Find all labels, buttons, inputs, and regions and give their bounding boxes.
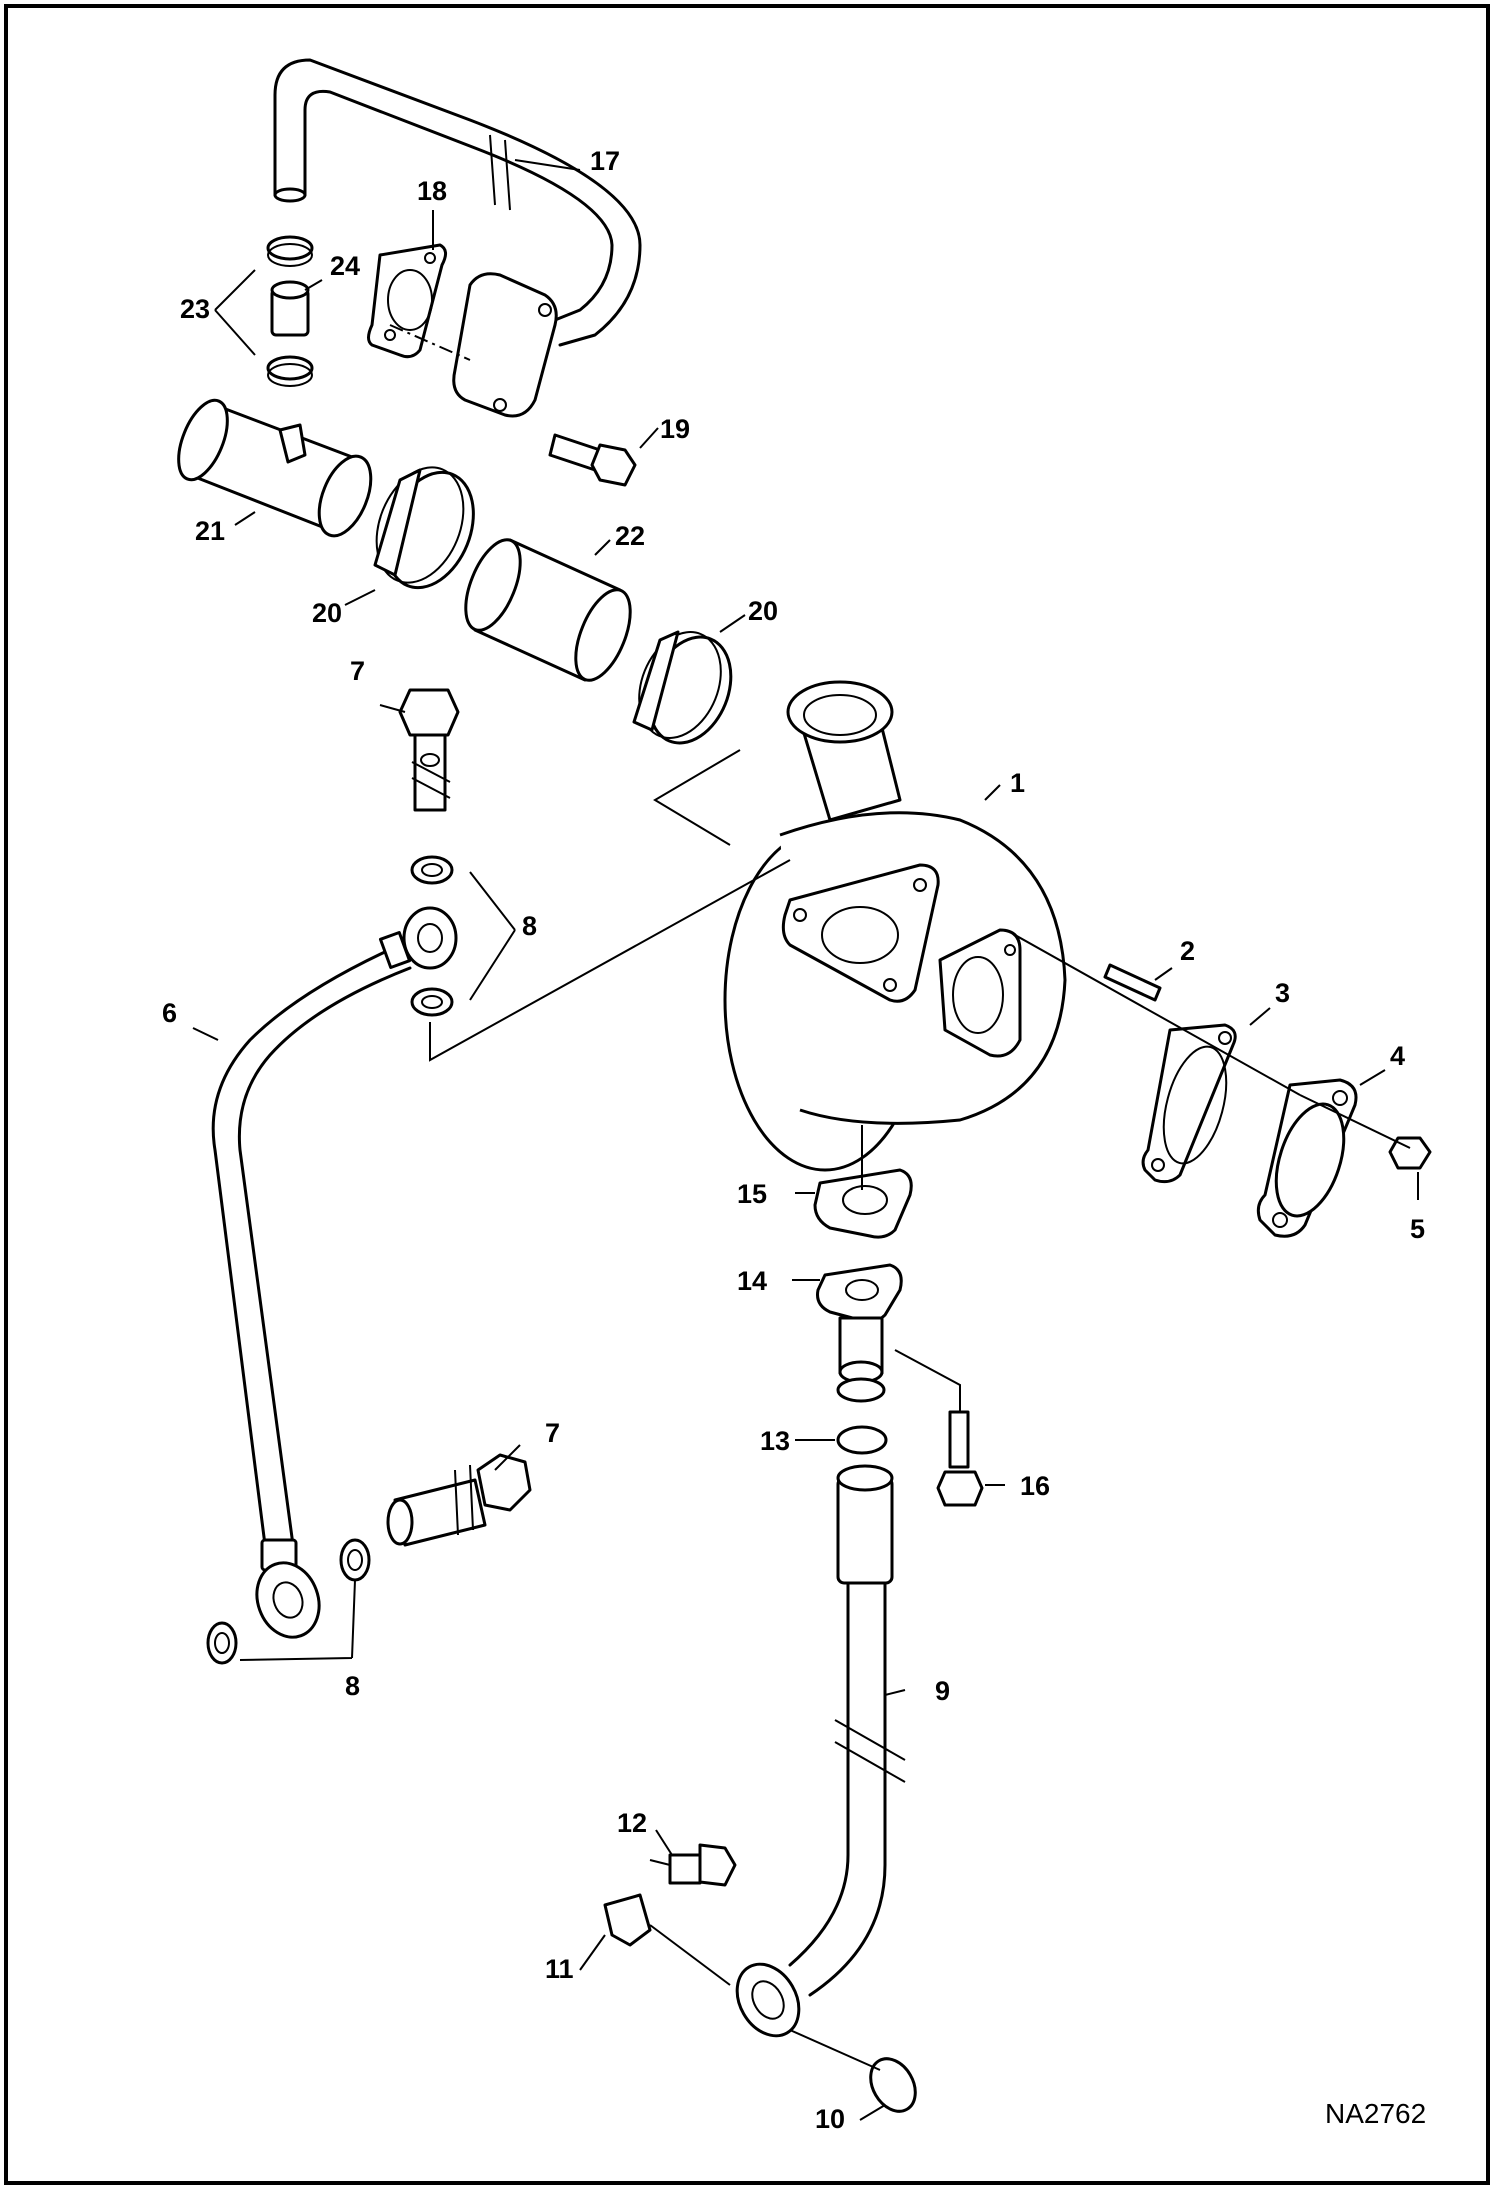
banjo-bolt-upper: [398, 688, 460, 812]
callout-13: 13: [760, 1426, 790, 1456]
callout-16: 16: [1020, 1471, 1050, 1501]
hose-clamps: [266, 235, 314, 387]
callout-14: 14: [737, 1266, 767, 1296]
o-ring: [836, 1425, 888, 1455]
breather-hose: [273, 58, 642, 347]
flange-nut: [1388, 1136, 1432, 1170]
leader-lines: [192, 159, 1419, 2121]
turbocharger: [723, 680, 1067, 1172]
stud: [1103, 963, 1162, 1002]
callout-21: 21: [195, 516, 225, 546]
callout-19: 19: [660, 414, 690, 444]
connection-lines: [429, 749, 1411, 2071]
breather-elbow: [389, 272, 558, 418]
callout-23: 23: [180, 294, 210, 324]
callout-20-left: 20: [312, 598, 342, 628]
retaining-clip: [603, 1893, 652, 1947]
callout-18: 18: [417, 176, 447, 206]
callout-5: 5: [1410, 1214, 1425, 1244]
exhaust-gasket: [1141, 1023, 1237, 1184]
callout-17: 17: [590, 146, 620, 176]
drain-gasket: [813, 1168, 913, 1239]
callout-1: 1: [1010, 768, 1025, 798]
clip-bolt: [668, 1843, 737, 1887]
callout-4: 4: [1390, 1041, 1405, 1071]
breather-gasket: [367, 243, 447, 359]
callout-7-upper: 7: [350, 656, 365, 686]
drain-o-ring: [869, 2057, 917, 2113]
callout-15: 15: [737, 1179, 767, 1209]
callout-8-lower: 8: [345, 1671, 360, 1701]
callout-6: 6: [162, 998, 177, 1028]
callout-24: 24: [330, 251, 360, 281]
callout-10: 10: [815, 2104, 845, 2134]
drain-tube: [735, 1464, 906, 2038]
callout-22: 22: [615, 521, 645, 551]
callout-11: 11: [545, 1954, 574, 1984]
callout-7-lower: 7: [545, 1418, 560, 1448]
callout-9: 9: [935, 1676, 950, 1706]
banjo-bolt-lower: [386, 1453, 532, 1547]
oil-feed-tube: [211, 906, 458, 1639]
flange-bolt: [936, 1410, 984, 1507]
sealing-washers: [206, 855, 454, 1665]
exhaust-flange: [1256, 1078, 1358, 1238]
hose-clamp-lower: [632, 630, 733, 745]
callout-12: 12: [617, 1808, 647, 1838]
drawing-code: NA2762: [1325, 2098, 1426, 2129]
callout-3: 3: [1275, 978, 1290, 1008]
callout-2: 2: [1180, 936, 1195, 966]
intake-hose: [464, 538, 632, 682]
callout-8-upper: 8: [522, 911, 537, 941]
breather-bolt: [548, 433, 637, 487]
callout-20-right: 20: [748, 596, 778, 626]
hose-clamp-upper: [373, 466, 475, 590]
callout-labels: 1 2 3 4 5 6 7 7 8 8 9 10 11 12 13 14 15 …: [162, 146, 1425, 2134]
drain-flange: [816, 1263, 903, 1403]
air-pipe: [177, 398, 373, 538]
